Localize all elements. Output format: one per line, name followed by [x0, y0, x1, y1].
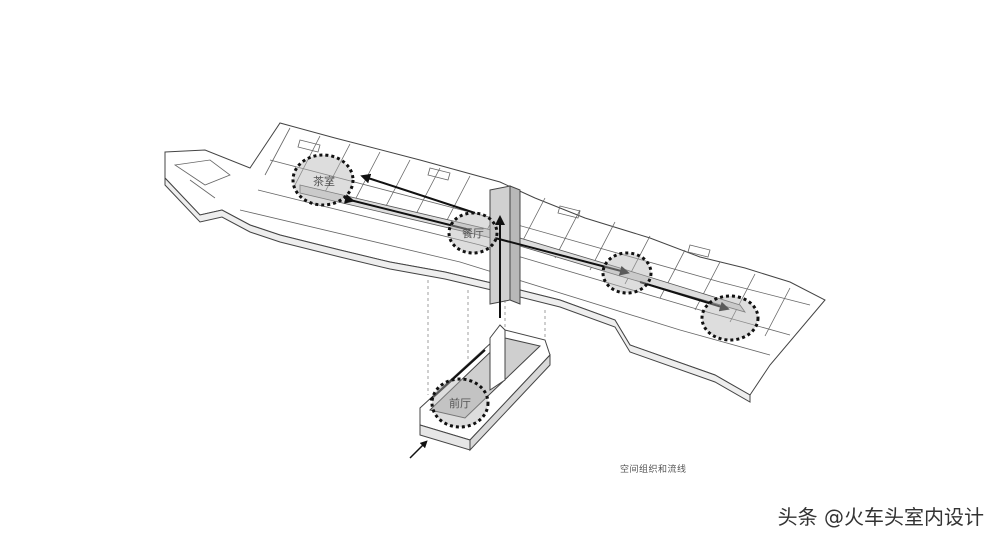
circulation-flow	[343, 173, 730, 401]
zone-ring-c3	[700, 294, 760, 342]
zone-ring-c1	[447, 211, 499, 255]
zone-ring-tea	[291, 153, 355, 207]
watermark: 头条 @火车头室内设计	[777, 505, 984, 529]
zone-label-entry: 前厅	[449, 396, 471, 410]
vertical-core	[489, 185, 521, 305]
zone-label-tea: 茶室	[313, 174, 335, 188]
zone-rings	[291, 153, 760, 429]
zone-ring-c2	[601, 251, 653, 295]
entrance-arrow	[409, 440, 428, 459]
zone-label-c1: 餐厅	[462, 226, 484, 240]
lower-entry-block	[419, 324, 551, 452]
corridor	[299, 184, 746, 313]
diagram-caption: 空间组织和流线	[620, 465, 687, 475]
zone-ring-entry	[430, 377, 490, 429]
